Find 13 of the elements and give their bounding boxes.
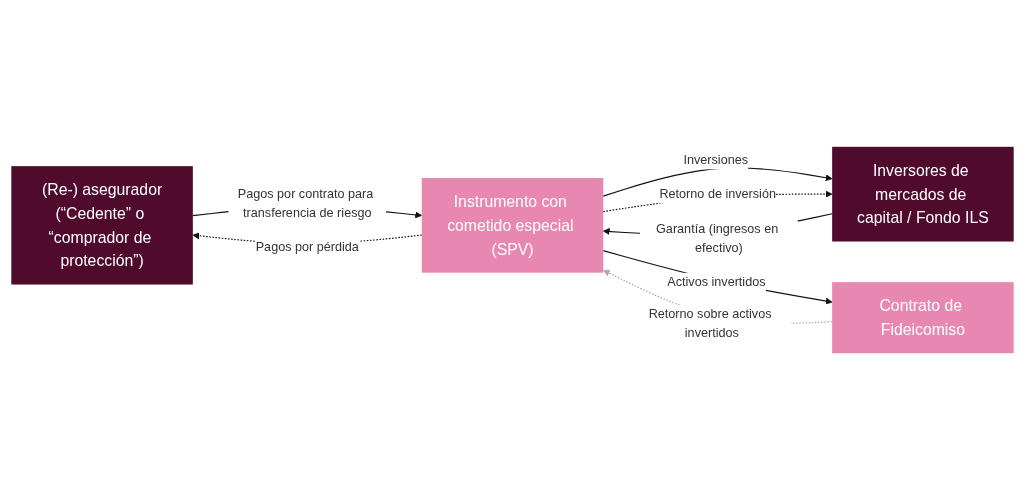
edge-label: Pagos por contrato para transferencia de riesgo bbox=[237, 186, 374, 220]
edge-label: Inversiones bbox=[683, 152, 749, 167]
edge-label: Retorno sobre activos invertidos bbox=[648, 307, 772, 340]
edge-label: Pagos por pérdida bbox=[255, 240, 359, 254]
node-box: (Re-) asegurador (“Cedente” o “comprador de protección”) bbox=[11, 166, 193, 285]
node-box: Inversores de mercados de capital / Fondo ILS bbox=[832, 146, 1014, 242]
node-box: Contrato de Fideicomiso bbox=[832, 282, 1014, 354]
edge-label: Retorno de inversión bbox=[659, 187, 776, 201]
node-box: Instrumento con cometido especial (SPV) bbox=[421, 178, 604, 273]
arrow bbox=[602, 250, 833, 305]
arrow bbox=[602, 269, 833, 324]
edge-label: Activos invertidos bbox=[667, 275, 766, 289]
edge-label: Garantía (ingresos en efectivo) bbox=[656, 221, 779, 254]
